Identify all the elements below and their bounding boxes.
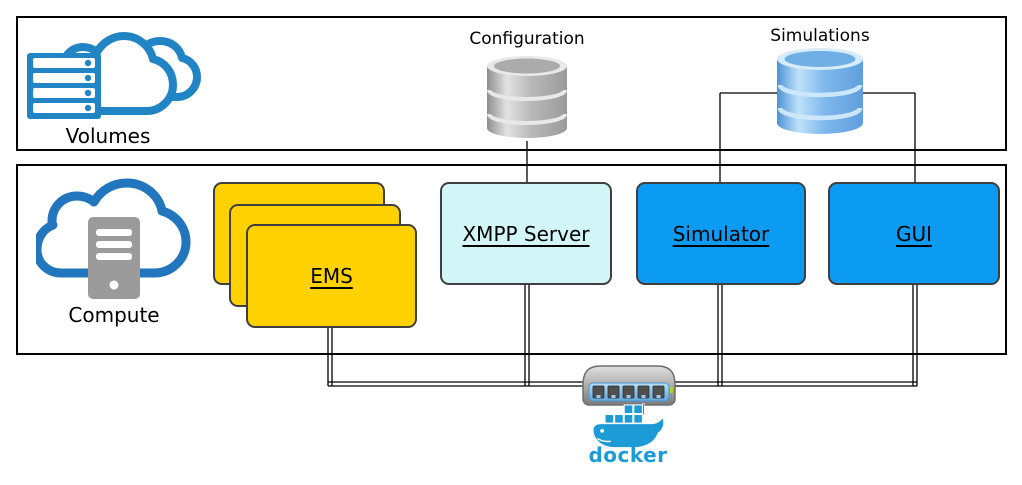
cloud-storage-rack-icon [27,32,201,119]
switch-icon [582,365,676,406]
db-rim [777,107,863,121]
docker-whale-icon [593,403,664,448]
server-tower-shape [88,217,140,299]
cloud-server-icon [36,178,191,299]
grey-database-icon [487,56,567,138]
whale-mouth [596,437,611,443]
db-top-inner [784,51,856,67]
configuration-label: Configuration [469,29,585,49]
db-body [487,66,567,138]
blue-database-icon [777,48,863,134]
gui-node: GUI [828,182,1000,285]
xmpp-server-node-label: XMPP Server [462,221,590,246]
simulator-node: Simulator [636,182,806,285]
compute-zone-label: Compute [68,303,160,327]
server-rack-shape [27,53,101,119]
gui-node-label: GUI [895,221,933,246]
simulator-node-label: Simulator [672,221,770,246]
xmpp-server-node: XMPP Server [440,182,612,285]
ems-node-label: EMS [310,264,353,288]
whale-body [593,418,664,448]
line-bus-left [328,381,600,387]
line-bus-right [658,381,917,387]
db-top-inner [494,58,560,74]
db-rim [777,84,863,98]
volumes-zone-label: Volumes [65,124,151,148]
switch-led [670,387,673,393]
switch-ports [592,385,673,399]
ems-node: EMS [246,224,417,328]
db-rim [487,113,567,125]
docker-wordmark: docker [588,443,668,467]
whale-containers [604,403,645,424]
simulations-label: Simulations [770,26,870,46]
db-rim [487,89,567,101]
whale-eye [600,428,605,433]
